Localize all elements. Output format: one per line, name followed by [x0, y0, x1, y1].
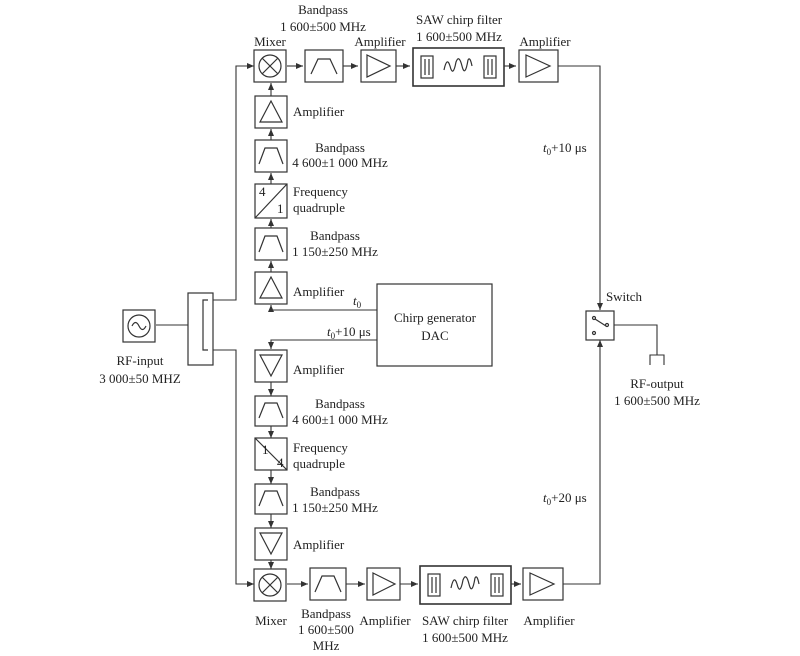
bottom-bandpass-range-1: 1 600±500 — [298, 622, 354, 637]
top-amplifier-1-label: Amplifier — [354, 34, 406, 49]
lower-bandpass-1-label: Bandpass — [315, 396, 365, 411]
bottom-saw-label: SAW chirp filter — [422, 613, 509, 628]
power-splitter — [187, 292, 214, 366]
bottom-amplifier-1 — [366, 567, 401, 601]
t0-10-lower-label: t0+10 μs — [327, 324, 371, 341]
upper-fq-label-1: Frequency — [293, 184, 348, 199]
bottom-mixer — [253, 568, 287, 602]
lower-amplifier-a — [254, 349, 288, 383]
top-amplifier-2-label: Amplifier — [519, 34, 571, 49]
lower-bandpass-1 — [254, 395, 288, 427]
bottom-amplifier-2-label: Amplifier — [523, 613, 575, 628]
bottom-amplifier-2 — [522, 567, 564, 601]
lower-bandpass-2-label: Bandpass — [310, 484, 360, 499]
rf-switch — [585, 310, 615, 341]
lower-frequency-quadrupler: 1 4 — [254, 437, 288, 471]
svg-text:1: 1 — [277, 201, 284, 216]
t0-10-right-label: t0+10 μs — [543, 140, 587, 157]
lower-fq-label-1: Frequency — [293, 440, 348, 455]
top-saw-label: SAW chirp filter — [416, 12, 503, 27]
upper-fq-label-2: quadruple — [293, 200, 345, 215]
bottom-amplifier-1-label: Amplifier — [359, 613, 411, 628]
lower-bandpass-1-range: 4 600±1 000 MHz — [292, 412, 388, 427]
svg-text:1: 1 — [262, 442, 269, 457]
bottom-bandpass-label: Bandpass — [301, 606, 351, 621]
bottom-bandpass — [309, 567, 347, 601]
upper-frequency-quadrupler: 4 1 — [254, 183, 288, 219]
upper-amplifier-b — [254, 271, 288, 305]
upper-amplifier-b-label: Amplifier — [293, 284, 345, 299]
top-mixer-label: Mixer — [254, 34, 286, 49]
chirp-generator-label: Chirp generator — [394, 310, 477, 325]
chirp-dac-label: DAC — [421, 328, 448, 343]
t0-20-right-label: t0+20 μs — [543, 490, 587, 507]
top-amplifier-2 — [518, 49, 559, 83]
rf-input-source — [122, 309, 156, 343]
bottom-saw-range: 1 600±500 MHz — [422, 630, 508, 645]
bottom-bandpass-range-2: MHz — [313, 638, 340, 653]
top-mixer — [253, 49, 287, 83]
top-bandpass — [304, 49, 344, 83]
upper-bandpass-2 — [254, 227, 288, 261]
upper-bandpass-1-range: 4 600±1 000 MHz — [292, 155, 388, 170]
rf-output-label: RF-output — [630, 376, 684, 391]
top-saw-range: 1 600±500 MHz — [416, 29, 502, 44]
bottom-saw-filter — [419, 565, 512, 605]
chirp-generator-dac — [376, 283, 493, 367]
lower-bandpass-2 — [254, 483, 288, 515]
lower-amplifier-a-label: Amplifier — [293, 362, 345, 377]
top-amplifier-1 — [360, 49, 397, 83]
top-bandpass-range: 1 600±500 MHz — [280, 19, 366, 34]
upper-bandpass-2-label: Bandpass — [310, 228, 360, 243]
top-bandpass-label: Bandpass — [298, 2, 348, 17]
rf-output-range: 1 600±500 MHz — [614, 393, 700, 408]
bottom-mixer-label: Mixer — [255, 613, 287, 628]
wires — [156, 63, 665, 587]
lower-bandpass-2-range: 1 150±250 MHz — [292, 500, 378, 515]
lower-fq-label-2: quadruple — [293, 456, 345, 471]
rf-input-label: RF-input — [117, 353, 164, 368]
lower-amplifier-b-label: Amplifier — [293, 537, 345, 552]
upper-bandpass-2-range: 1 150±250 MHz — [292, 244, 378, 259]
top-saw-filter — [412, 47, 505, 87]
t0-label: t0 — [353, 293, 362, 310]
upper-amplifier-a-label: Amplifier — [293, 104, 345, 119]
lower-amplifier-b — [254, 527, 288, 561]
switch-label: Switch — [606, 289, 643, 304]
svg-text:4: 4 — [259, 184, 266, 199]
svg-text:4: 4 — [277, 455, 284, 470]
upper-amplifier-a — [254, 95, 288, 129]
rf-input-range: 3 000±50 MHZ — [99, 371, 181, 386]
upper-bandpass-1-label: Bandpass — [315, 140, 365, 155]
upper-bandpass-1 — [254, 139, 288, 173]
